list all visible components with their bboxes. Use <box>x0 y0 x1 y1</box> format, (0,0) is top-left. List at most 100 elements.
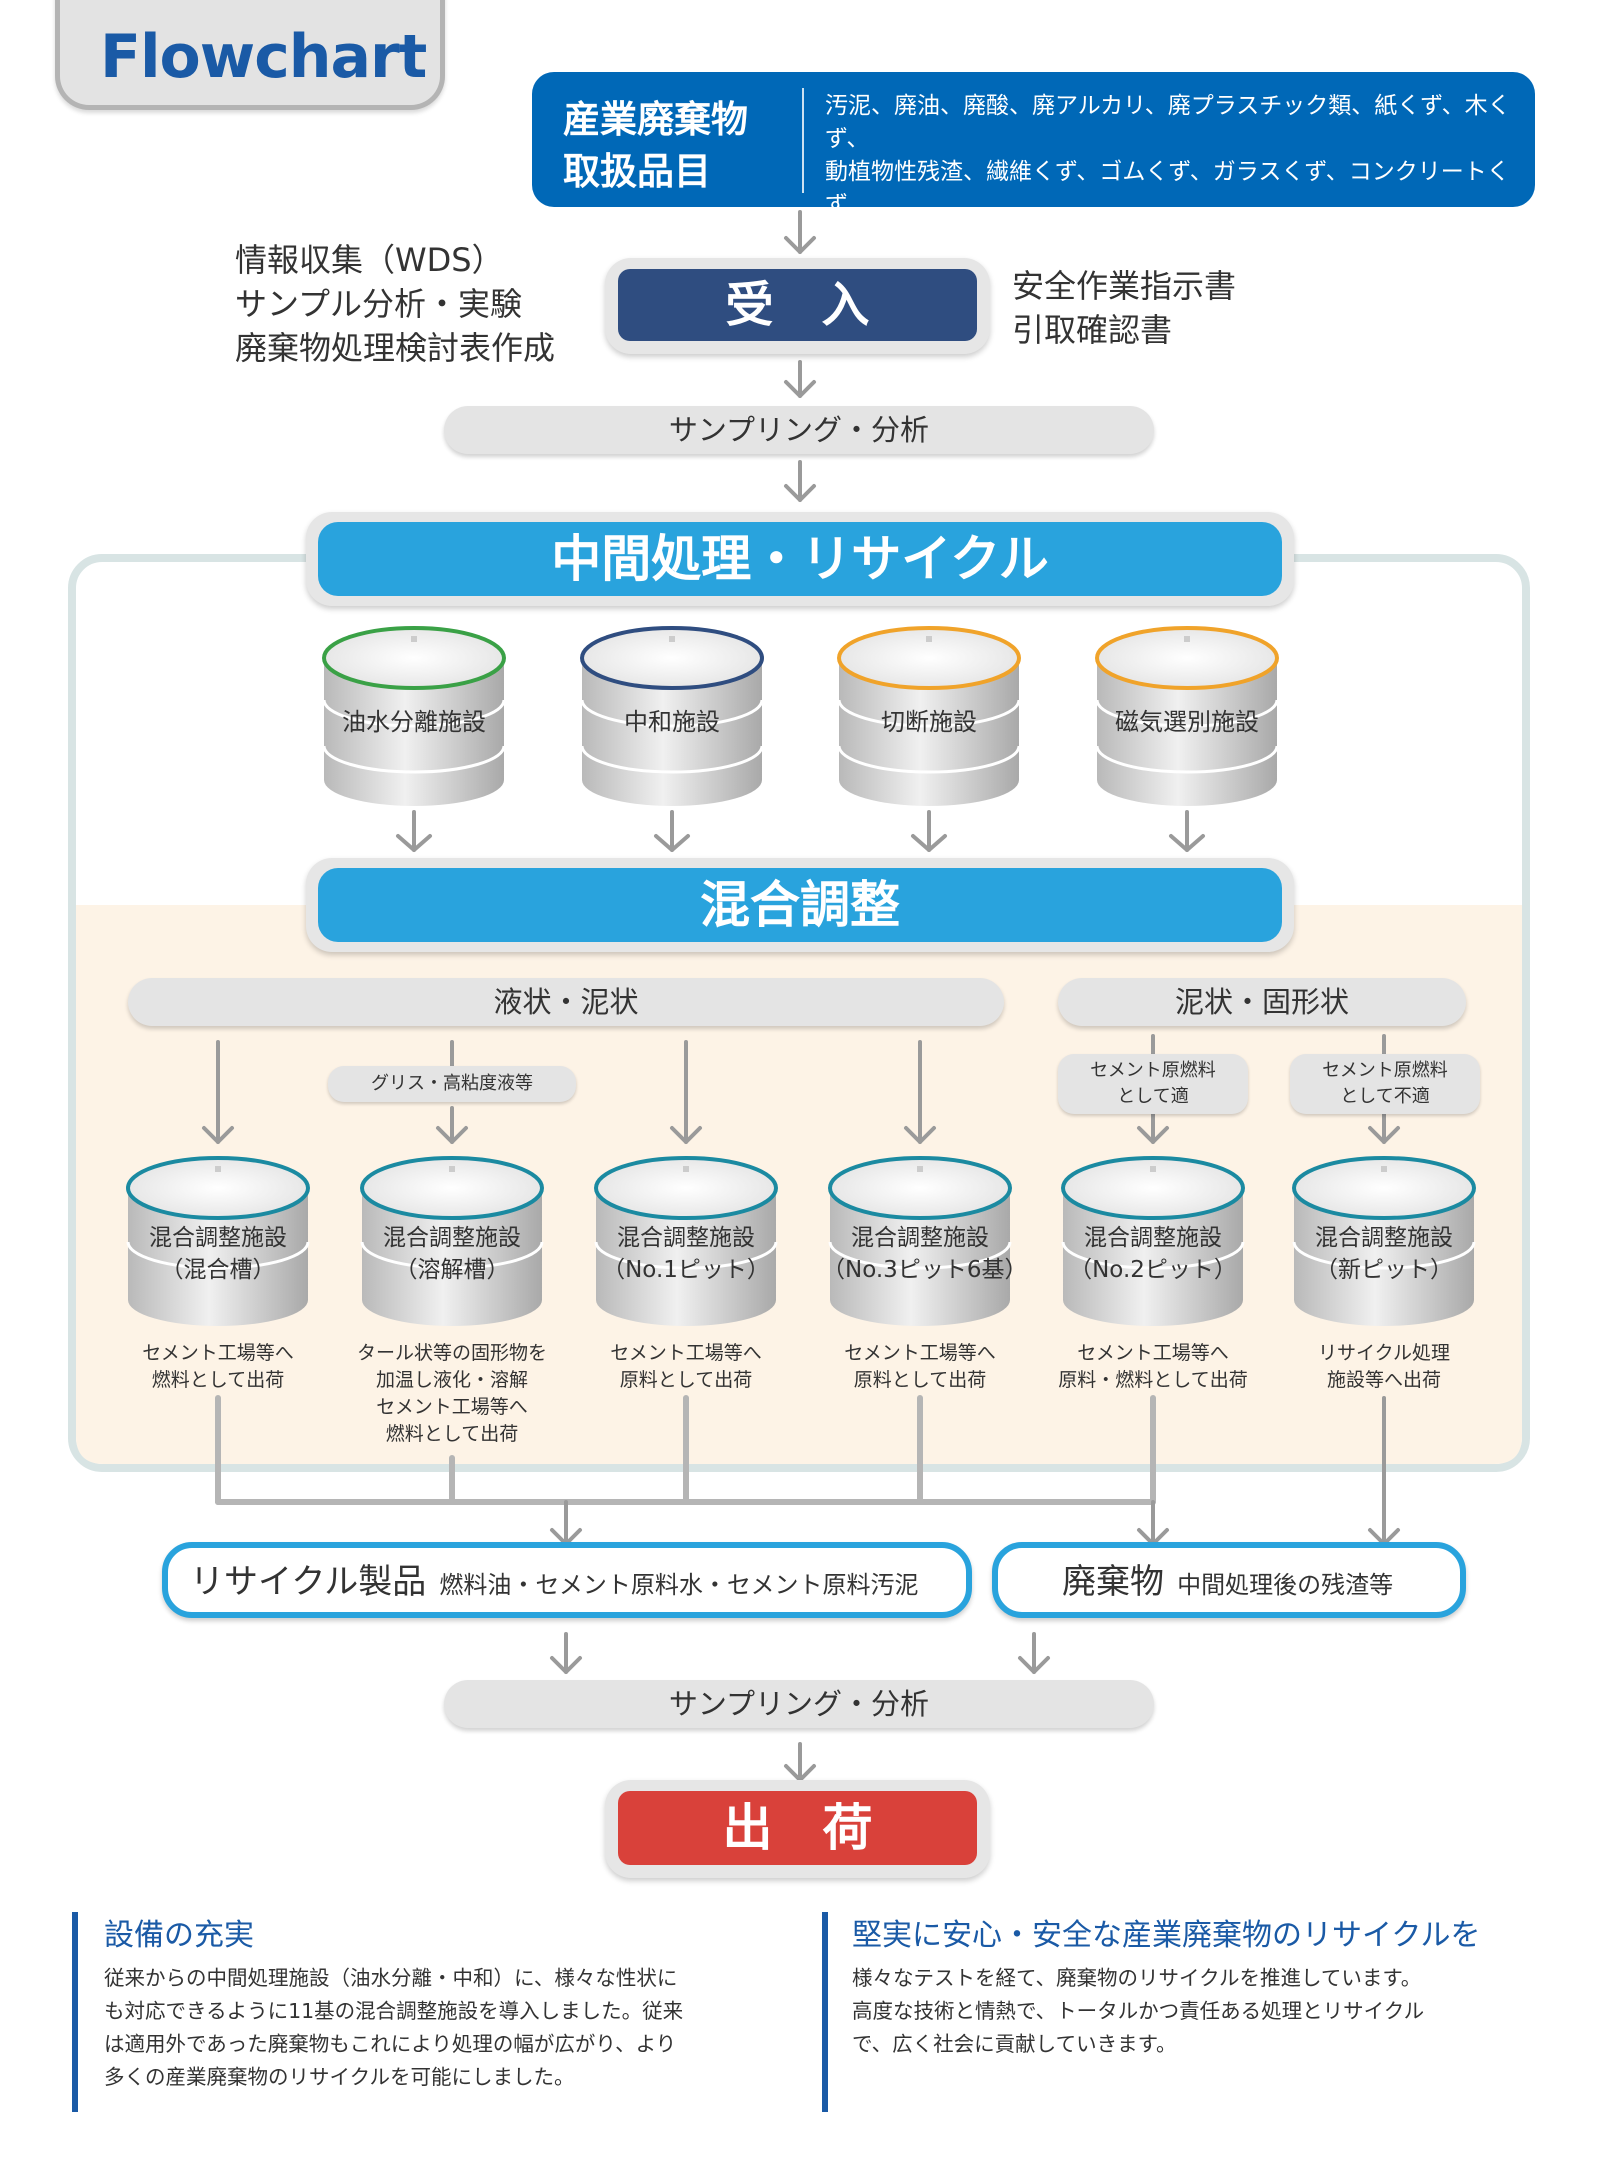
caption-line: 原料として出荷 <box>853 1369 987 1391</box>
tank-caption-4: セメント工場等へ 原料として出荷 <box>810 1340 1030 1394</box>
section-line: 高度な技術と情熱で、トータルかつ責任ある処理とリサイクル <box>852 1999 1425 2023</box>
caption-line: 燃料として出荷 <box>385 1423 519 1445</box>
tank-caption-3: セメント工場等へ 原料として出荷 <box>576 1340 796 1394</box>
shipping-label: 出 荷 <box>618 1791 977 1865</box>
recycle-products-detail: 燃料油・セメント原料水・セメント原料汚泥 <box>439 1571 919 1599</box>
mixing-tank-5 <box>1061 1156 1245 1326</box>
mixing-tank-3 <box>594 1156 778 1326</box>
processing-title: 中間処理・リサイクル <box>318 522 1282 596</box>
caption-line: 加温し液化・溶解 <box>375 1369 528 1391</box>
section-bar-recycling <box>822 1912 828 2112</box>
receiving-label: 受 入 <box>618 269 977 341</box>
caption-line: 原料として出荷 <box>619 1369 753 1391</box>
mixing-tank-4 <box>828 1156 1012 1326</box>
cement-unsuitable-line: として不適 <box>1340 1086 1430 1107</box>
sludge-solid-category: 泥状・固形状 <box>1058 978 1466 1026</box>
cement-suitable-line: として適 <box>1117 1086 1189 1107</box>
mixing-tank-label-3: 混合調整施設 （No.1ピット） <box>596 1222 776 1286</box>
grease-note: グリス・高粘度液等 <box>328 1066 576 1102</box>
materials-heading: 産業廃棄物 取扱品目 <box>563 94 783 198</box>
caption-line: セメント工場等へ <box>610 1342 762 1364</box>
waste-text: 廃棄物 中間処理後の残渣等 <box>1062 1552 1442 1612</box>
waste-detail: 中間処理後の残渣等 <box>1177 1571 1394 1599</box>
cement-suitable-note: セメント原燃料 として適 <box>1058 1054 1248 1114</box>
tank-caption-2: タール状等の固形物を 加温し液化・溶解 セメント工場等へ 燃料として出荷 <box>332 1340 572 1448</box>
section-line: で、広く社会に貢献していきます。 <box>852 2032 1177 2056</box>
mixing-tank-label-2: 混合調整施設 （溶解槽） <box>362 1222 542 1286</box>
section-line: は適用外であった廃棄物もこれにより処理の幅が広がり、より <box>104 2032 677 2056</box>
section-line: も対応できるように11基の混合調整施設を導入しました。従来 <box>104 1999 684 2023</box>
note-review-sheet: 廃棄物処理検討表作成 <box>235 329 556 367</box>
tank-label-line: （No.3ピット6基） <box>822 1257 1028 1283</box>
mixing-tank-label-4: 混合調整施設 （No.3ピット6基） <box>822 1222 1028 1286</box>
tank-label-line: 混合調整施設 <box>617 1225 755 1251</box>
materials-list-line: 汚泥、廃油、廃酸、廃アルカリ、廃プラスチック類、紙くず、木くず、 <box>825 93 1511 152</box>
caption-line: セメント工場等へ <box>1077 1342 1229 1364</box>
facility-label-magnetic: 磁気選別施設 <box>1115 708 1259 736</box>
tank-label-line: （混合槽） <box>160 1257 276 1283</box>
materials-list: 汚泥、廃油、廃酸、廃アルカリ、廃プラスチック類、紙くず、木くず、 動植物性残渣、… <box>825 90 1525 255</box>
recycle-products-label: リサイクル製品 <box>190 1562 427 1602</box>
caption-line: リサイクル処理 <box>1317 1342 1451 1364</box>
section-line: 様々なテストを経て、廃棄物のリサイクルを推進しています。 <box>852 1966 1422 1990</box>
caption-line: タール状等の固形物を <box>356 1342 547 1364</box>
tank-caption-1: セメント工場等へ 燃料として出荷 <box>108 1340 328 1394</box>
materials-heading-line2: 取扱品目 <box>563 150 711 193</box>
section-body-equipment: 従来からの中間処理施設（油水分離・中和）に、様々な性状に も対応できるように11… <box>104 1962 804 2094</box>
facility-tank-neutralize <box>580 626 764 806</box>
facility-label-oil-water: 油水分離施設 <box>342 708 486 736</box>
note-safety-instructions: 安全作業指示書 <box>1012 267 1237 305</box>
facility-tank-magnetic <box>1095 626 1279 806</box>
mixing-tank-label-1: 混合調整施設 （混合槽） <box>128 1222 308 1286</box>
section-line: 多くの産業廃棄物のリサイクルを可能にしました。 <box>104 2065 575 2089</box>
materials-list-line: 陶磁器くず、がれき類、燃え殻、ばいじん、鉱さい <box>825 225 1353 251</box>
caption-line: セメント工場等へ <box>376 1396 528 1418</box>
tank-label-line: 混合調整施設 <box>851 1225 989 1251</box>
section-body-recycling: 様々なテストを経て、廃棄物のリサイクルを推進しています。 高度な技術と情熱で、ト… <box>852 1962 1552 2061</box>
caption-line: 施設等へ出荷 <box>1326 1369 1441 1391</box>
cement-suitable-line: セメント原燃料 <box>1090 1060 1216 1081</box>
cement-unsuitable-note: セメント原燃料 として不適 <box>1290 1054 1480 1114</box>
mixing-title: 混合調整 <box>318 868 1282 942</box>
recycle-products-box <box>162 1542 972 1618</box>
caption-line: セメント工場等へ <box>142 1342 294 1364</box>
facility-label-neutralize: 中和施設 <box>624 708 720 736</box>
liquid-sludge-category: 液状・泥状 <box>128 978 1004 1026</box>
mixing-tank-label-6: 混合調整施設 （新ピット） <box>1294 1222 1474 1286</box>
receiving-left-notes: 情報収集（WDS） サンプル分析・実験 廃棄物処理検討表作成 <box>235 238 555 370</box>
tank-caption-5: セメント工場等へ 原料・燃料として出荷 <box>1038 1340 1268 1394</box>
tank-caption-6: リサイクル処理 施設等へ出荷 <box>1274 1340 1494 1394</box>
header-tab <box>55 0 445 110</box>
tank-label-line: （No.2ピット） <box>1069 1257 1237 1283</box>
sampling-analysis-top: サンプリング・分析 <box>444 406 1154 454</box>
tank-label-line: 混合調整施設 <box>1084 1225 1222 1251</box>
caption-line: セメント工場等へ <box>844 1342 996 1364</box>
mixing-tank-1 <box>126 1156 310 1326</box>
materials-heading-line1: 産業廃棄物 <box>563 98 748 141</box>
tank-label-line: （新ピット） <box>1315 1257 1453 1283</box>
mixing-tank-2 <box>360 1156 544 1326</box>
note-sample-analysis: サンプル分析・実験 <box>235 285 523 323</box>
section-bar-equipment <box>72 1912 78 2112</box>
tank-label-line: （No.1ピット） <box>602 1257 770 1283</box>
caption-line: 原料・燃料として出荷 <box>1058 1369 1248 1391</box>
receiving-right-notes: 安全作業指示書 引取確認書 <box>1012 264 1236 352</box>
mixing-tank-label-5: 混合調整施設 （No.2ピット） <box>1063 1222 1243 1286</box>
materials-box <box>532 72 1535 207</box>
tank-label-line: （溶解槽） <box>394 1257 510 1283</box>
recycle-products-text: リサイクル製品 燃料油・セメント原料水・セメント原料汚泥 <box>190 1552 950 1612</box>
page-title: Flowchart <box>100 22 427 92</box>
facility-label-cutting: 切断施設 <box>881 708 977 736</box>
mixing-tank-6 <box>1292 1156 1476 1326</box>
materials-divider <box>802 88 804 193</box>
materials-list-line: 動植物性残渣、繊維くず、ゴムくず、ガラスくず、コンクリートくず、 <box>825 159 1510 218</box>
section-title-recycling: 堅実に安心・安全な産業廃棄物のリサイクルを <box>852 1918 1481 1953</box>
tank-label-line: 混合調整施設 <box>149 1225 287 1251</box>
sampling-analysis-bottom: サンプリング・分析 <box>444 1680 1154 1728</box>
section-line: 従来からの中間処理施設（油水分離・中和）に、様々な性状に <box>104 1966 678 1990</box>
facility-tank-cutting <box>837 626 1021 806</box>
waste-label: 廃棄物 <box>1062 1562 1164 1602</box>
note-info-collection: 情報収集（WDS） <box>235 241 504 279</box>
note-pickup-confirmation: 引取確認書 <box>1012 311 1173 349</box>
tank-label-line: 混合調整施設 <box>383 1225 521 1251</box>
